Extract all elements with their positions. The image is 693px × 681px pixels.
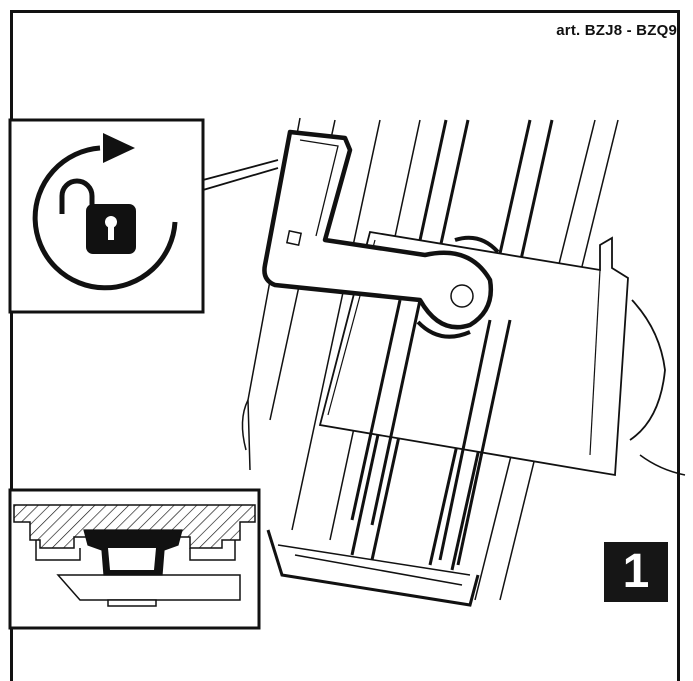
rail-front bbox=[350, 299, 512, 566]
article-code-label: art. BZJ8 - BZQ9 bbox=[556, 22, 677, 39]
padlock-icon bbox=[59, 178, 136, 254]
unlock-callout bbox=[8, 118, 279, 314]
locking-lever bbox=[262, 129, 500, 339]
rotate-unlock-icon bbox=[32, 133, 178, 291]
step-number-badge: 1 bbox=[604, 542, 668, 602]
cross-section-callout bbox=[8, 488, 261, 630]
